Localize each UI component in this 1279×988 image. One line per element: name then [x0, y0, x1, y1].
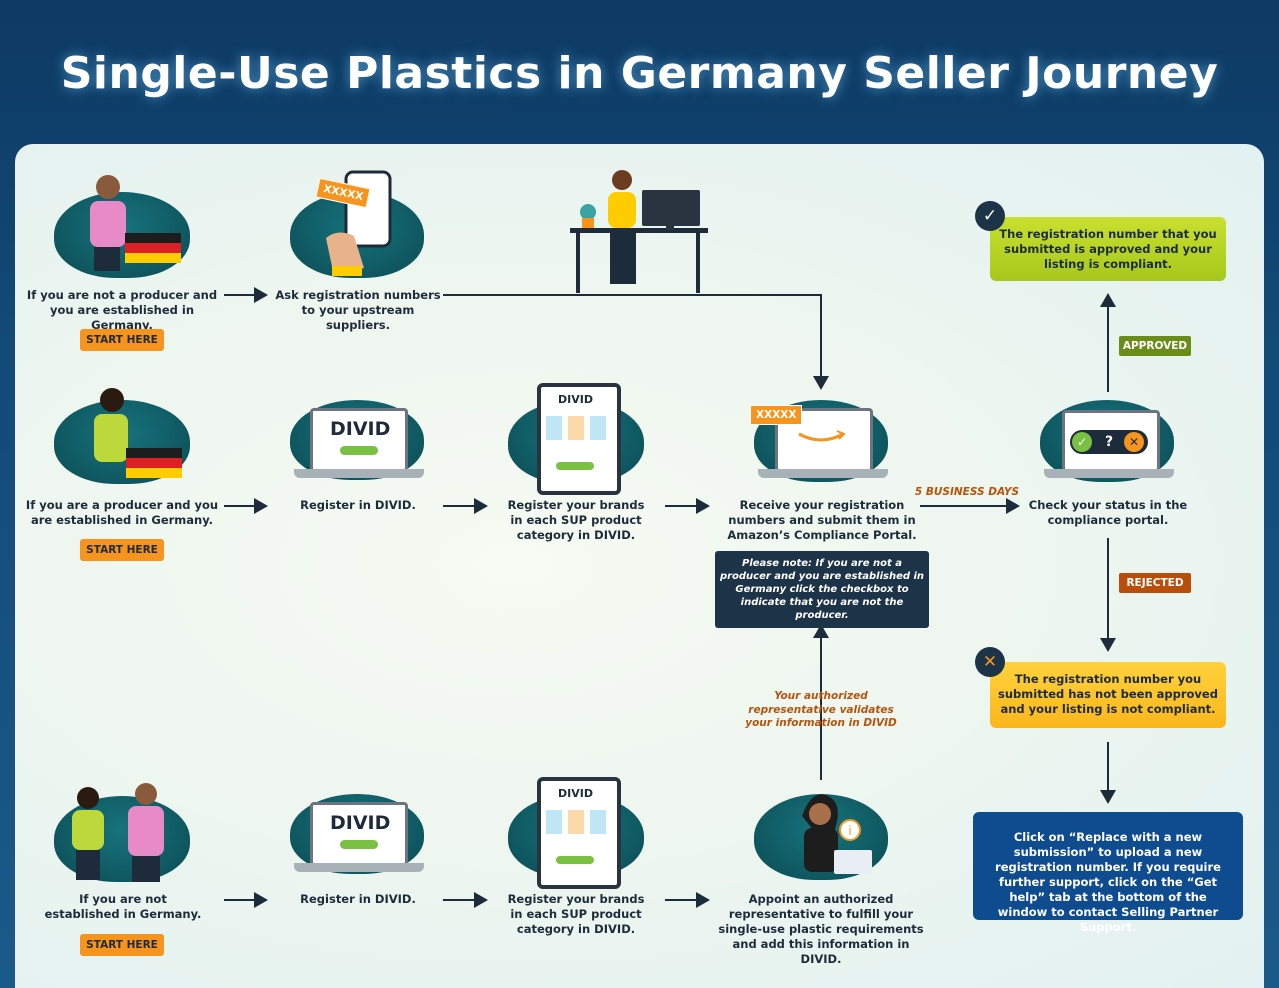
divid-laptop-screen: [310, 408, 408, 472]
divid-register-bar: [340, 446, 378, 455]
divid-logo: DIVID: [330, 418, 391, 440]
page-title: Single-Use Plastics in Germany Seller Jo…: [60, 48, 1219, 99]
representative-validates-text: Your authorized representative validates…: [745, 690, 897, 729]
divid-logo: DIVID: [330, 812, 391, 834]
product-cards: [546, 416, 606, 442]
approved-badge: APPROVED: [1119, 336, 1191, 356]
approved-result-box: The registration number that you submitt…: [990, 217, 1226, 281]
approved-check-icon: ✓: [975, 201, 1005, 231]
laptop-base: [294, 863, 424, 872]
start-here-button[interactable]: START HERE: [80, 329, 164, 351]
rejected-result-box: The registration number you submitted ha…: [990, 662, 1226, 728]
row3-step2-text: Register in DIVID.: [300, 892, 416, 906]
row1-step1-text: If you are not a producer and you are es…: [26, 288, 218, 332]
row3-step3-text: Register your brands in each SUP product…: [507, 892, 645, 936]
seller-at-desk-icon: [570, 170, 708, 293]
check-icon: ✓: [1072, 432, 1092, 452]
divid-register-bar: [340, 840, 378, 849]
start-here-button[interactable]: START HERE: [80, 539, 164, 561]
row2-step4-text: Receive your registration numbers and su…: [727, 498, 917, 542]
divid-logo: DIVID: [558, 787, 593, 800]
row3-step1-text: If you are not established in Germany.: [44, 892, 202, 921]
registration-code-tag: XXXXX: [750, 405, 803, 425]
rejected-cross-icon: ✕: [975, 647, 1005, 677]
row2-step3-text: Register your brands in each SUP product…: [507, 498, 645, 542]
question-icon: ?: [1104, 434, 1114, 450]
row1-step2-text: Ask registration numbers to your upstrea…: [275, 288, 441, 332]
row2-step2-text: Register in DIVID.: [300, 498, 416, 512]
laptop-base: [758, 469, 888, 478]
divid-register-bar: [556, 856, 594, 864]
cross-icon: ✕: [1124, 432, 1144, 452]
business-days-label: 5 BUSINESS DAYS: [914, 486, 1020, 498]
non-established-sellers-icon: [72, 783, 164, 882]
producer-with-flag-icon: [94, 388, 182, 478]
divid-laptop-screen: [310, 802, 408, 866]
rejected-badge: REJECTED: [1119, 573, 1191, 593]
product-cards: [546, 810, 606, 836]
start-here-button[interactable]: START HERE: [80, 934, 164, 956]
amazon-smile-icon: [798, 430, 846, 442]
row3-step4-text: Appoint an authorized representative to …: [718, 892, 924, 966]
divid-register-bar: [556, 462, 594, 470]
laptop-base: [294, 469, 424, 478]
authorized-representative-icon: i: [802, 794, 872, 874]
row2-step5-text: Check your status in the compliance port…: [1028, 498, 1188, 527]
producer-checkbox-note: Please note: If you are not a producer a…: [715, 551, 929, 628]
svg-text:i: i: [848, 824, 851, 838]
row2-step1-text: If you are a producer and you are establ…: [25, 498, 219, 527]
seller-with-flag-icon: [90, 175, 181, 271]
laptop-base: [1044, 469, 1174, 478]
replace-submission-box: Click on “Replace with a new submission”…: [973, 812, 1243, 934]
divid-logo: DIVID: [558, 393, 593, 406]
